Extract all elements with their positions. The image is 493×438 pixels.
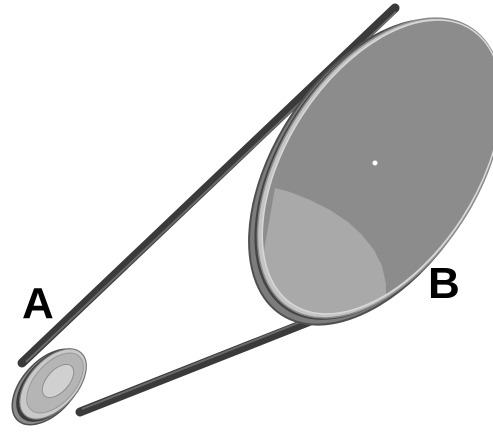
belt-lower-span-highlight xyxy=(81,314,319,410)
large-pulley-lit-region xyxy=(250,188,386,330)
pulley-b-label: B xyxy=(428,259,460,308)
large-pulley-hub-dot xyxy=(372,160,378,166)
large-pulley-inner-edge xyxy=(261,19,493,315)
belt-lower-span xyxy=(75,313,323,417)
small-pulley xyxy=(11,348,87,426)
small-pulley-hub xyxy=(41,363,75,399)
pulley-a-label: A xyxy=(22,279,54,328)
large-pulley xyxy=(248,17,493,330)
